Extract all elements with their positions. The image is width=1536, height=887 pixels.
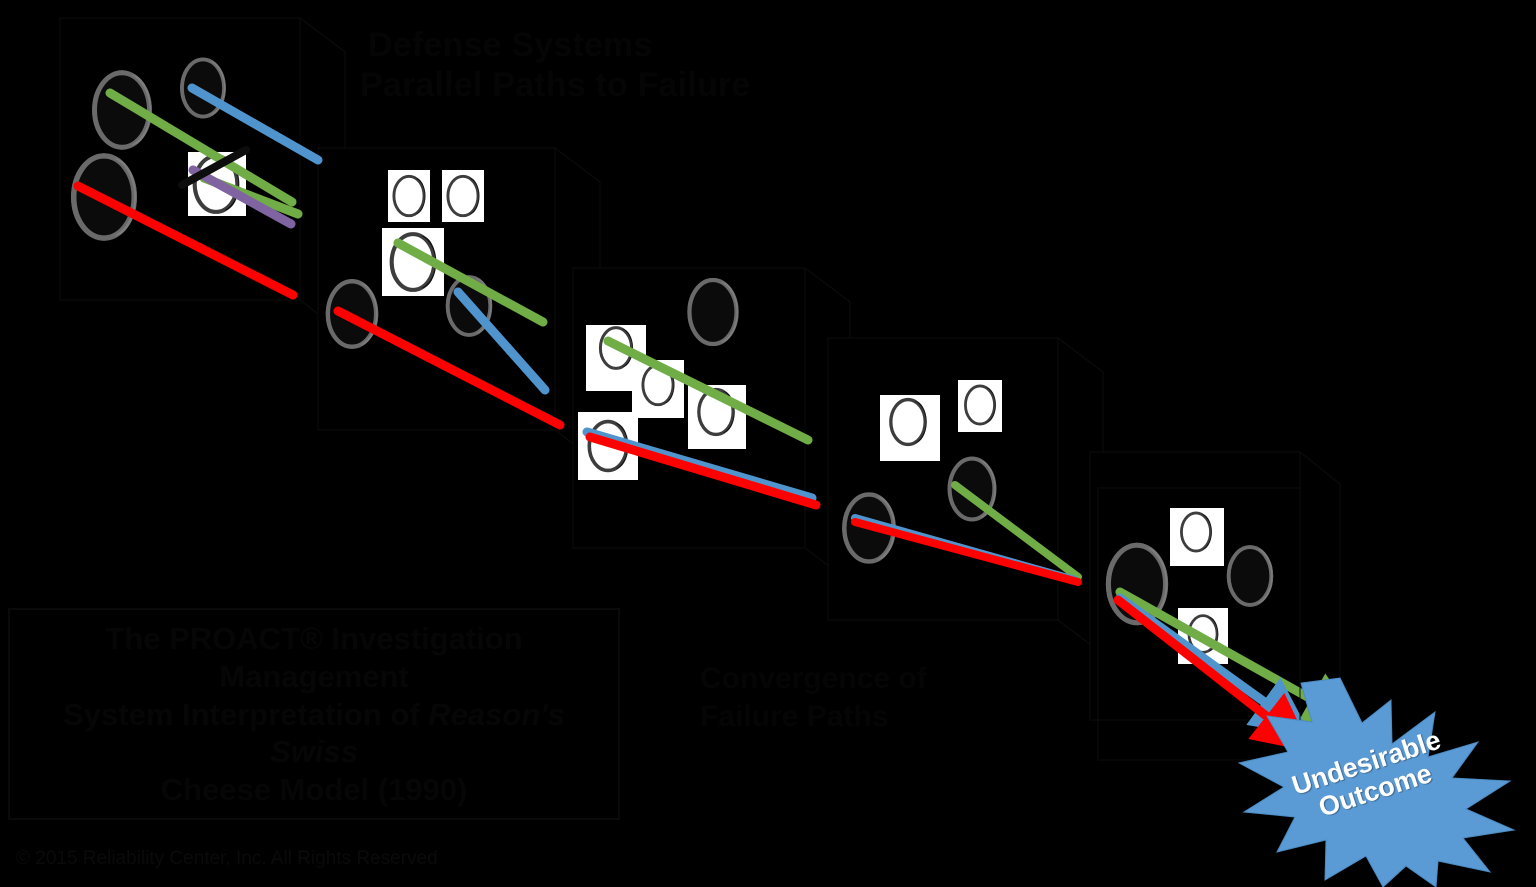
copyright-notice: © 2015 Reliability Center, Inc. All Righ… [16, 848, 438, 869]
convergence-line-2: Failure Paths [700, 699, 889, 733]
callout-line-2: System Interpretation of Reason's Swiss [22, 696, 606, 772]
proact-callout-text: The PROACT® Investigation Management Sys… [22, 620, 606, 809]
proact-callout-box: The PROACT® Investigation Management Sys… [8, 608, 620, 820]
convergence-line-1: Convergence of [700, 662, 927, 695]
callout-line-2-italic: Reason's Swiss [270, 696, 565, 770]
slice4-holes [844, 380, 1002, 561]
callout-line-2-plain: System Interpretation of [63, 696, 429, 732]
failure-path-purple [178, 146, 296, 229]
convergence-of-failure-paths-label: Convergence of Failure Paths [700, 660, 927, 735]
heading-parallel-paths: Parallel Paths to Failure [360, 66, 751, 104]
undesirable-outcome-star [1237, 677, 1516, 887]
callout-line-1: The PROACT® Investigation Management [105, 621, 523, 694]
heading-defense-systems: Defense Systems [368, 26, 653, 64]
slice2-holes [328, 170, 494, 347]
callout-line-3: Cheese Model (1990) [160, 772, 468, 808]
